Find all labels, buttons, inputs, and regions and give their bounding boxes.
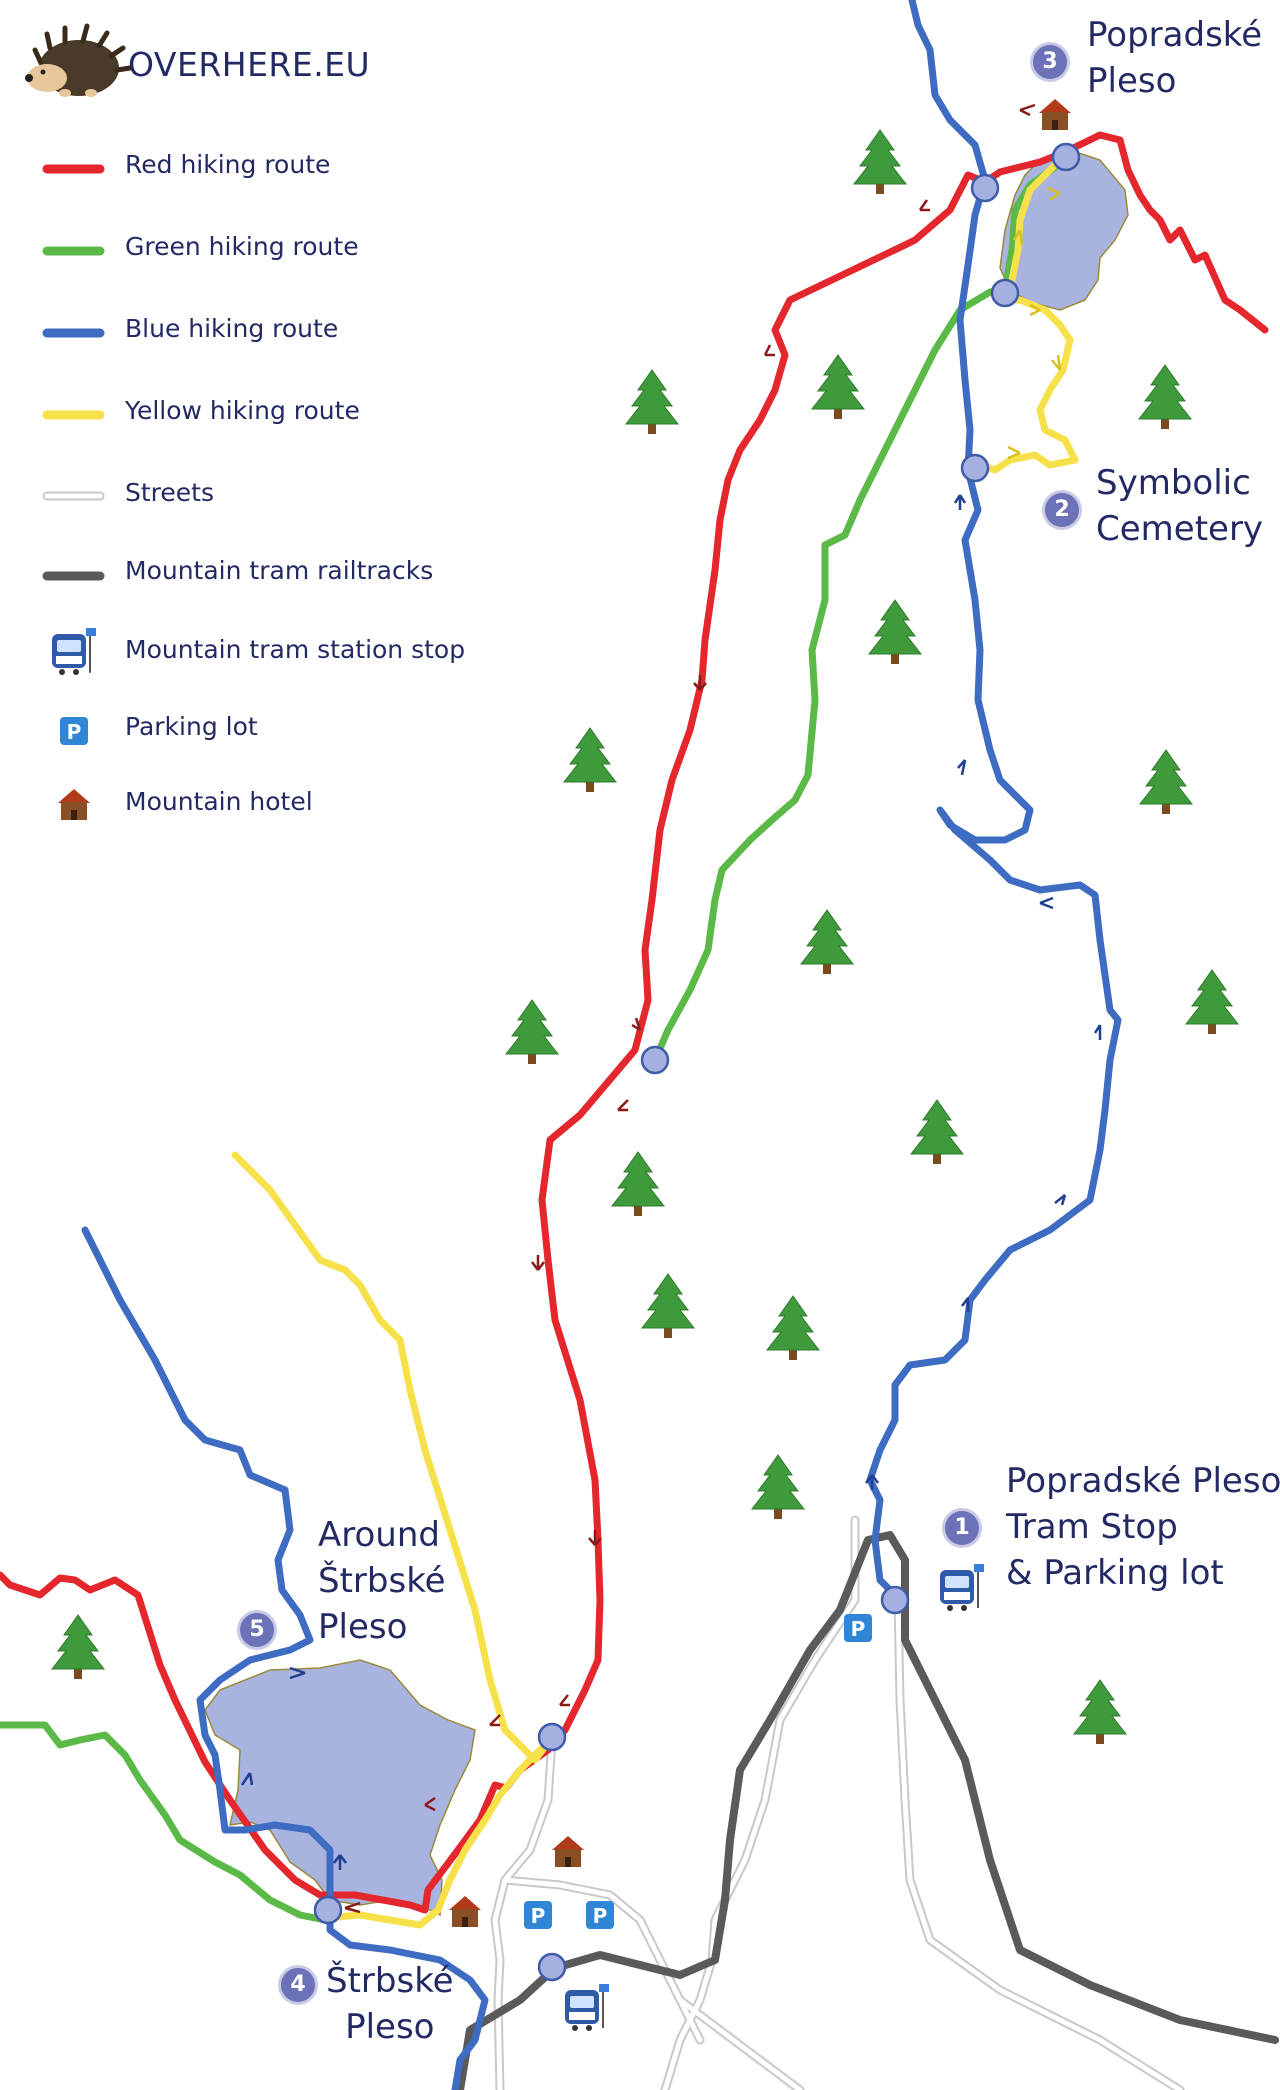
- legend-label: Green hiking route: [125, 232, 359, 261]
- place-label-line: Tram Stop: [1006, 1507, 1178, 1547]
- place-label-line: Around: [318, 1515, 440, 1555]
- blue-route: [81, 0, 1122, 2090]
- place-marker-2: 2: [1042, 490, 1082, 530]
- legend-item-hotel: Mountain hotel: [0, 787, 520, 827]
- red-route: [0, 131, 1269, 1914]
- legend-label: Parking lot: [125, 712, 258, 741]
- legend-item-red-route: Red hiking route: [0, 150, 520, 190]
- legend-item-yellow-route: Yellow hiking route: [0, 396, 520, 436]
- place-label-line: Popradské: [1087, 15, 1263, 55]
- place-label-symbolic-cemetery: Symbolic Cemetery: [1096, 460, 1263, 552]
- place-label-line: & Parking lot: [1006, 1553, 1224, 1593]
- place-label-around-strbske-pleso: Around Štrbské Pleso: [318, 1512, 446, 1650]
- place-marker-3: 3: [1030, 42, 1070, 82]
- legend-label: Blue hiking route: [125, 314, 339, 343]
- place-label-line: Pleso: [1087, 61, 1177, 101]
- legend-item-tram-stop: Mountain tram station stop: [0, 635, 520, 675]
- brand-name: OVERHERE.EU: [128, 45, 371, 84]
- legend-label: Streets: [125, 478, 214, 507]
- parking-icon: [524, 1614, 872, 1929]
- place-label-line: Pleso: [318, 1607, 408, 1647]
- hotel-icon: [449, 99, 1071, 1927]
- place-label-line: Cemetery: [1096, 509, 1264, 549]
- place-label-line: Popradské Pleso: [1006, 1461, 1280, 1501]
- legend-label: Red hiking route: [125, 150, 331, 179]
- place-label-line: Štrbské: [326, 1961, 454, 2001]
- place-label-line: Pleso: [345, 2007, 435, 2047]
- place-marker-4: 4: [278, 1965, 318, 2005]
- place-label-popradske-pleso: Popradské Pleso: [1087, 12, 1262, 104]
- legend-item-streets: Streets: [0, 478, 520, 518]
- place-label-line: Štrbské: [318, 1561, 446, 1601]
- place-label-line: Symbolic: [1096, 463, 1251, 503]
- route-direction-arrows: [240, 103, 1102, 1914]
- place-label-strbske-pleso: Štrbské Pleso: [326, 1958, 454, 2050]
- legend-item-parking: Parking lot: [0, 712, 520, 752]
- legend-label: Mountain tram railtracks: [125, 556, 434, 585]
- place-marker-1: 1: [942, 1508, 982, 1548]
- legend-item-railtracks: Mountain tram railtracks: [0, 556, 520, 596]
- tram-railtracks: [456, 1531, 1279, 2090]
- legend-item-green-route: Green hiking route: [0, 232, 520, 272]
- legend-label: Mountain tram station stop: [125, 635, 466, 664]
- legend-swatches: [42, 164, 105, 820]
- legend-label: Mountain hotel: [125, 787, 313, 816]
- legend-label: Yellow hiking route: [125, 396, 360, 425]
- legend-item-blue-route: Blue hiking route: [0, 314, 520, 354]
- place-label-tram-stop-parking: Popradské Pleso Tram Stop & Parking lot: [1006, 1458, 1280, 1596]
- hedgehog-icon: [25, 23, 133, 97]
- yellow-route: [231, 156, 1079, 1929]
- place-marker-5: 5: [237, 1610, 277, 1650]
- route-junction-nodes: [313, 142, 1081, 1982]
